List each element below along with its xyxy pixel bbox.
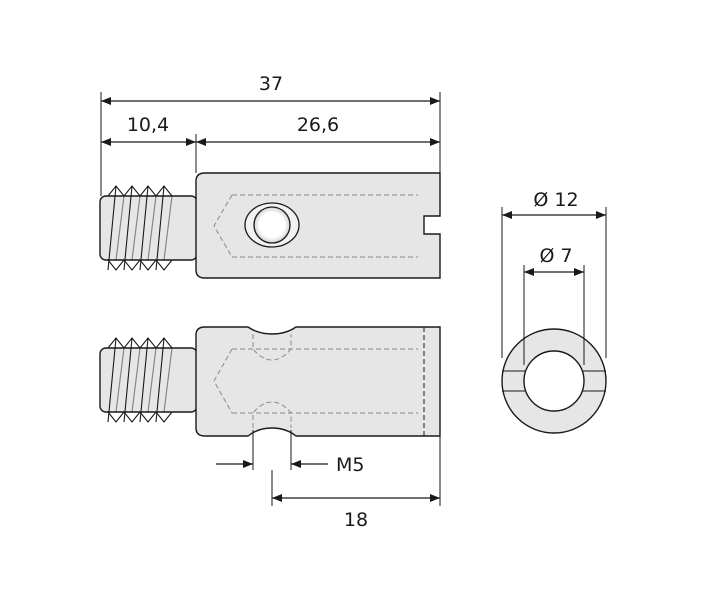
dim-label-body: 26,6 [297, 114, 339, 136]
bottom-thread [99, 337, 198, 423]
dimension-inner-diameter: Ø 7 [523, 245, 585, 365]
end-view [501, 328, 607, 434]
dim-label-hole-position: 18 [344, 509, 368, 531]
dim-label-inner-diameter: Ø 7 [539, 245, 572, 267]
dim-label-thread: 10,4 [127, 114, 169, 136]
bottom-body [195, 326, 441, 437]
dimension-body-length: 26,6 [196, 114, 440, 146]
bottom-view [99, 326, 441, 437]
dim-label-overall: 37 [259, 73, 283, 95]
top-body [195, 172, 441, 279]
top-thread [99, 185, 198, 271]
dimension-outer-diameter: Ø 12 [501, 189, 607, 358]
top-view [99, 172, 441, 279]
dim-label-cross-thread: M5 [336, 454, 364, 476]
dimension-cross-thread: M5 [216, 430, 364, 476]
dimension-overall: 37 [100, 73, 441, 196]
dimension-hole-position: 18 [271, 436, 441, 531]
dimension-thread-length: 10,4 [101, 114, 197, 173]
dim-label-outer-diameter: Ø 12 [533, 189, 578, 211]
